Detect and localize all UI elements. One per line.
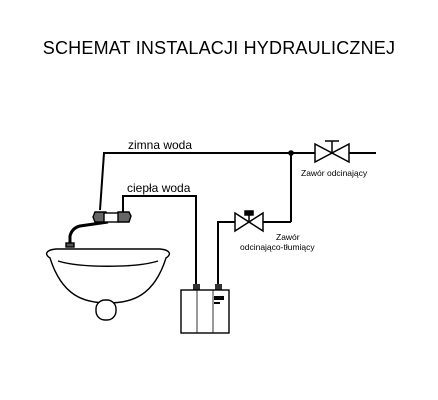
shutoff-valve-icon xyxy=(314,140,350,164)
shutoff-valve-label: Zawór odcinający xyxy=(301,168,368,178)
diagram-title: SCHEMAT INSTALACJI HYDRAULICZNEJ xyxy=(42,38,396,58)
water-heater xyxy=(180,284,230,334)
pipe-junction xyxy=(288,150,294,156)
cold-water-pipe xyxy=(99,152,376,284)
hot-water-pipe xyxy=(122,195,197,284)
shutoff-damping-valve-icon xyxy=(234,210,264,233)
washbasin xyxy=(45,248,171,321)
cold-water-label: zimna woda xyxy=(128,138,192,152)
faucet-icon xyxy=(65,211,132,248)
hot-water-label: ciepła woda xyxy=(127,181,191,195)
shutoff-damping-valve-label-2: odcinająco-tłumiący xyxy=(240,242,315,252)
shutoff-damping-valve-label-1: Zawór xyxy=(276,232,300,242)
